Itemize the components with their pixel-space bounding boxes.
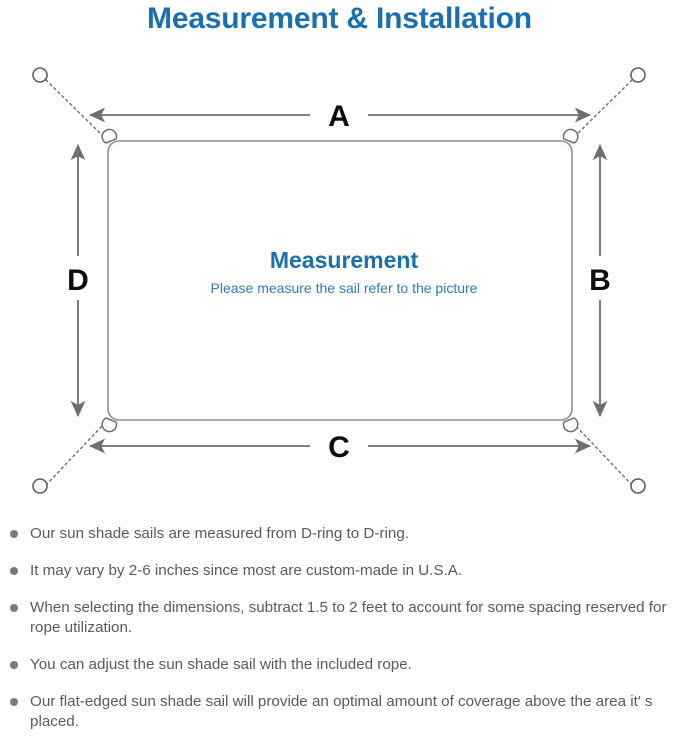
- dimension-d: D: [67, 143, 89, 418]
- dimension-a-label: A: [328, 100, 350, 133]
- measurement-diagram: A C D B Measurement Please measure the s…: [0, 48, 679, 518]
- notes-list: Our sun shade sails are measured from D-…: [0, 524, 679, 749]
- bullet-icon: [10, 567, 18, 575]
- dimension-d-label: D: [67, 264, 89, 297]
- list-item: Our sun shade sails are measured from D-…: [0, 524, 679, 544]
- note-text: You can adjust the sun shade sail with t…: [30, 656, 412, 673]
- list-item: It may vary by 2-6 inches since most are…: [0, 561, 679, 581]
- list-item: You can adjust the sun shade sail with t…: [0, 655, 679, 675]
- bullet-icon: [10, 604, 18, 612]
- d-rings: [101, 128, 579, 433]
- d-ring-top-right: [562, 128, 579, 144]
- bullet-icon: [10, 530, 18, 538]
- d-ring-top-left: [101, 128, 118, 144]
- dimension-b: B: [589, 143, 611, 418]
- anchor-ring-top-left: [32, 67, 48, 83]
- sail-center-subtitle: Please measure the sail refer to the pic…: [211, 280, 478, 296]
- dimension-c-label: C: [328, 431, 350, 464]
- dimension-c: C: [88, 431, 592, 464]
- bullet-icon: [10, 661, 18, 669]
- bullet-icon: [10, 698, 18, 706]
- list-item: Our flat-edged sun shade sail will provi…: [0, 692, 679, 732]
- sail-body: [107, 140, 573, 421]
- d-ring-bottom-left: [101, 417, 118, 433]
- rope-line-bottom-right: [573, 423, 633, 486]
- dimension-b-label: B: [589, 264, 611, 297]
- list-item: When selecting the dimensions, subtract …: [0, 598, 679, 638]
- note-text: Our sun shade sails are measured from D-…: [30, 525, 409, 542]
- note-text: When selecting the dimensions, subtract …: [30, 599, 667, 636]
- sail-center-title: Measurement: [270, 247, 419, 273]
- d-ring-bottom-right: [562, 417, 579, 433]
- anchor-ring-top-right: [630, 67, 646, 83]
- page-title: Measurement & Installation: [147, 2, 532, 35]
- dimension-a: A: [88, 100, 592, 133]
- rope-line-top-right: [573, 79, 633, 138]
- anchor-ring-bottom-left: [32, 478, 48, 494]
- rope-line-bottom-left: [45, 423, 105, 486]
- note-text: It may vary by 2-6 inches since most are…: [30, 562, 463, 579]
- rope-line-top-left: [45, 79, 105, 138]
- rope-lines: [45, 79, 633, 486]
- note-text: Our flat-edged sun shade sail will provi…: [30, 693, 653, 730]
- anchor-ring-bottom-right: [630, 478, 646, 494]
- anchor-rings: [32, 67, 646, 494]
